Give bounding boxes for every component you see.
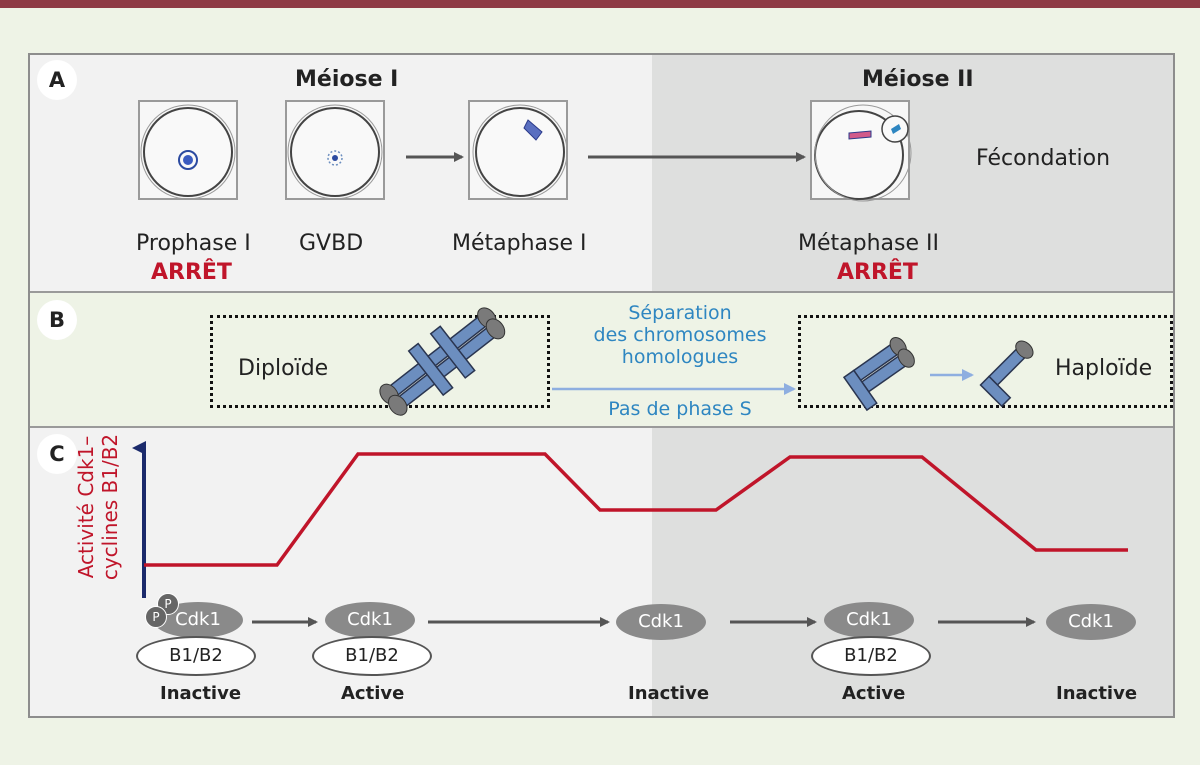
oocyte-gvbd-image: [285, 100, 385, 200]
cdk1-complex-4: Cdk1: [824, 602, 914, 638]
oocyte-metaphase2-image: [810, 100, 912, 202]
meiosis2-title: Méiose II: [862, 67, 974, 92]
no-s-phase-text: Pas de phase S: [608, 398, 752, 420]
arrest-prophase1: ARRÊT: [151, 260, 232, 285]
panel-c-letter: C: [37, 434, 77, 474]
haploid-box: [798, 315, 1173, 408]
state-label: Inactive: [160, 683, 242, 704]
cdk1-complex-2: Cdk1: [325, 602, 415, 638]
state-label: Active: [842, 683, 906, 704]
stage-metaphase2: Métaphase II: [798, 231, 939, 256]
cyclin-complex-1: B1/B2: [136, 636, 256, 676]
stage-gvbd: GVBD: [299, 231, 364, 256]
panel-c: [30, 428, 1173, 716]
panel-b-letter: B: [37, 300, 77, 340]
divider: [30, 291, 1173, 293]
meiosis2-shade: [652, 55, 1173, 291]
activity-line: [144, 452, 1128, 567]
panel-a-letter: A: [37, 60, 77, 100]
cyclin-complex-2: B1/B2: [312, 636, 432, 676]
stage-metaphase1: Métaphase I: [452, 231, 587, 256]
separation-text: Séparation des chromosomes homologues: [593, 302, 767, 368]
cdk1-complex-3: Cdk1: [616, 604, 706, 640]
cdk1-complex-1: Cdk1: [153, 602, 243, 638]
chromatid-icon: [979, 340, 1034, 408]
state-label: Inactive: [1056, 683, 1138, 704]
cdk1-complex-5: Cdk1: [1046, 604, 1136, 640]
dyad-chromosome-icon: [842, 337, 915, 412]
diploid-chromosome-icon: [379, 307, 506, 416]
title-bar: [0, 0, 1200, 8]
arrest-metaphase2: ARRÊT: [837, 260, 918, 285]
stage-prophase1: Prophase I: [136, 231, 251, 256]
meiosis1-title: Méiose I: [295, 67, 399, 92]
diploid-box: [210, 315, 550, 408]
oocyte-metaphase1-image: [468, 100, 568, 200]
haploid-label: Haploïde: [1055, 356, 1153, 381]
state-label: Active: [341, 683, 405, 704]
fertilization-label: Fécondation: [976, 146, 1111, 171]
oocyte-prophase-image: [138, 100, 238, 200]
phosphate-icon: P: [145, 606, 167, 628]
state-label: Inactive: [628, 683, 710, 704]
cyclin-complex-4: B1/B2: [811, 636, 931, 676]
figure-frame: [28, 53, 1175, 718]
y-axis-label: Activité Cdk1– cyclines B1/B2: [74, 433, 122, 581]
diploid-label: Diploïde: [238, 356, 329, 381]
divider: [30, 426, 1173, 428]
